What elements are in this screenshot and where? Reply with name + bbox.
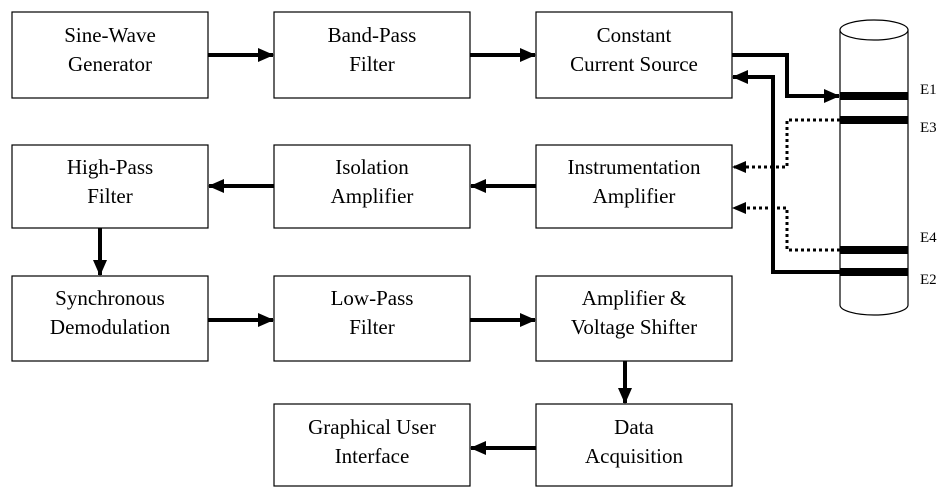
data-acquisition-box	[535, 403, 733, 487]
synchronous-demodulation-line1: Synchronous	[55, 286, 165, 310]
sine-wave-generator-block: Sine-Wave Generator	[11, 11, 209, 99]
wire-current-source-to-e1	[732, 53, 840, 103]
electrode-label-e3: E3	[920, 120, 937, 136]
wire-e4-to-instrumentation	[732, 202, 840, 252]
synchronous-demodulation-box	[11, 275, 209, 362]
band-pass-filter-block: Band-Pass Filter	[273, 11, 471, 99]
isolation-amplifier-line1: Isolation	[335, 155, 409, 179]
low-pass-filter-block: Low-Pass Filter	[273, 275, 471, 362]
high-pass-filter-line2: Filter	[87, 184, 133, 208]
constant-current-source-box	[535, 11, 733, 99]
data-acquisition-line2: Acquisition	[585, 444, 683, 468]
constant-current-source-block: Constant Current Source	[535, 11, 733, 99]
band-pass-filter-box	[273, 11, 471, 99]
electrode-band-e1	[840, 92, 908, 100]
instrumentation-amplifier-line2: Amplifier	[593, 184, 676, 208]
graphical-user-interface-line1: Graphical User	[308, 415, 436, 439]
graphical-user-interface-line2: Interface	[335, 444, 410, 468]
low-pass-filter-line1: Low-Pass	[331, 286, 414, 310]
instrumentation-amplifier-block: Instrumentation Amplifier	[535, 144, 733, 229]
synchronous-demodulation-block: Synchronous Demodulation	[11, 275, 209, 362]
synchronous-demodulation-line2: Demodulation	[50, 315, 171, 339]
electrode-cylinder	[839, 19, 909, 316]
low-pass-filter-line2: Filter	[349, 315, 395, 339]
amplifier-voltage-shifter-box	[535, 275, 733, 362]
isolation-amplifier-line2: Amplifier	[331, 184, 414, 208]
instrumentation-amplifier-line1: Instrumentation	[568, 155, 701, 179]
graphical-user-interface-block: Graphical User Interface	[273, 403, 471, 487]
isolation-amplifier-box	[273, 144, 471, 229]
constant-current-source-line1: Constant	[597, 23, 672, 47]
constant-current-source-line2: Current Source	[570, 52, 698, 76]
wire-e3-to-instrumentation	[732, 118, 840, 173]
sine-wave-generator-box	[11, 11, 209, 99]
data-acquisition-line1: Data	[614, 415, 654, 439]
sine-wave-generator-line1: Sine-Wave	[64, 23, 156, 47]
wire-e2-to-current-source	[732, 70, 840, 274]
band-pass-filter-line2: Filter	[349, 52, 395, 76]
instrumentation-amplifier-box	[535, 144, 733, 229]
amplifier-voltage-shifter-line2: Voltage Shifter	[571, 315, 697, 339]
amplifier-voltage-shifter-line1: Amplifier &	[582, 286, 686, 310]
low-pass-filter-box	[273, 275, 471, 362]
high-pass-filter-line1: High-Pass	[67, 155, 153, 179]
band-pass-filter-line1: Band-Pass	[328, 23, 417, 47]
electrode-label-e4: E4	[920, 230, 937, 246]
sine-wave-generator-line2: Generator	[68, 52, 152, 76]
electrode-label-e1: E1	[920, 82, 937, 98]
electrode-label-e2: E2	[920, 272, 937, 288]
high-pass-filter-box	[11, 144, 209, 229]
data-acquisition-block: Data Acquisition	[535, 403, 733, 487]
amplifier-voltage-shifter-block: Amplifier & Voltage Shifter	[535, 275, 733, 362]
electrode-band-e2	[840, 268, 908, 276]
high-pass-filter-block: High-Pass Filter	[11, 144, 209, 229]
electrode-band-e4	[840, 246, 908, 254]
isolation-amplifier-block: Isolation Amplifier	[273, 144, 471, 229]
electrode-band-e3	[840, 116, 908, 124]
graphical-user-interface-box	[273, 403, 471, 487]
